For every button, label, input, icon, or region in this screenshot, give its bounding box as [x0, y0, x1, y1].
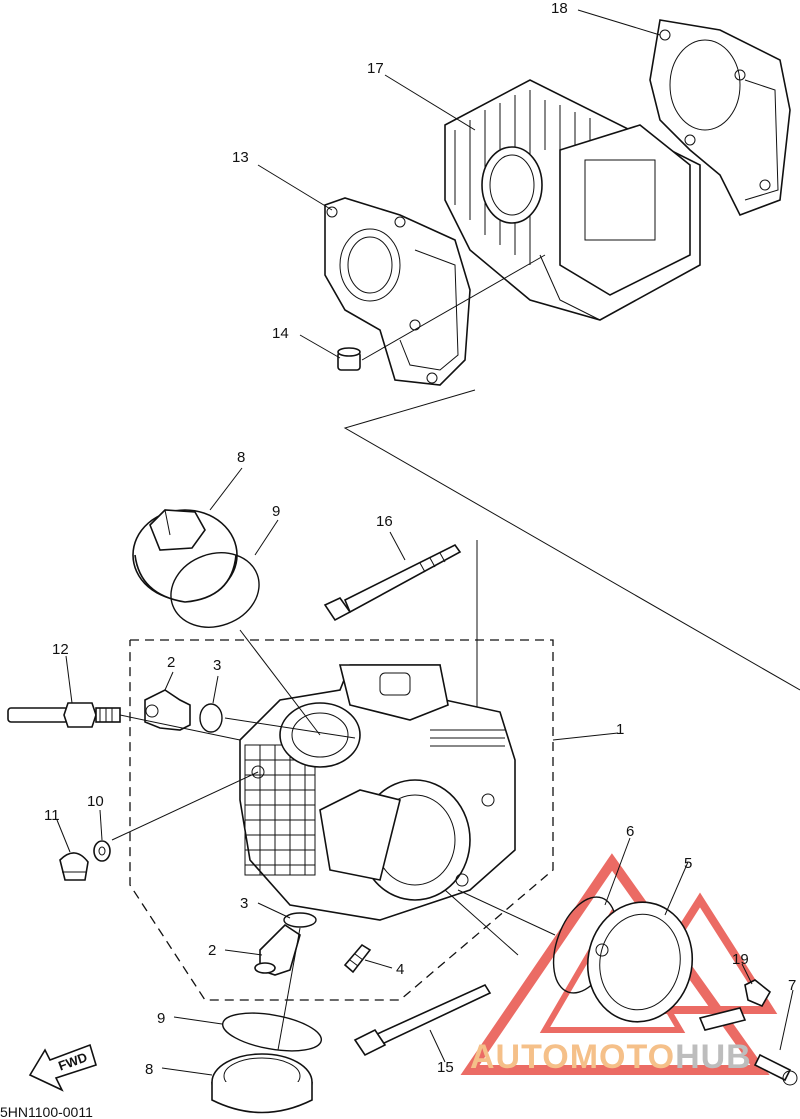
- callout-9: 9: [272, 503, 280, 520]
- callout-13: 13: [232, 149, 249, 166]
- clamp-part: [744, 979, 772, 1008]
- bolt-part: [698, 1007, 798, 1086]
- cylinder-base-gasket-part: [649, 19, 791, 217]
- forward-direction-arrow-icon: FWD: [28, 1043, 97, 1092]
- oil-filler-cap-part: [132, 509, 238, 603]
- callout-16: 16: [376, 513, 393, 530]
- callout-10: 10: [87, 793, 104, 810]
- assembly-guide-lines: [111, 629, 556, 1051]
- automotohub-watermark-text: AUTOMOTOHUB: [470, 1038, 752, 1076]
- callout-2: 2: [167, 654, 175, 671]
- callout-8: 8: [145, 1061, 153, 1078]
- callout-14: 14: [272, 325, 289, 342]
- diagram-code: 5HN1100-0011: [0, 1104, 93, 1119]
- valve-adjusting-cap-part: [144, 689, 191, 731]
- callout-9: 9: [157, 1010, 165, 1027]
- gasket-washer-part: [93, 840, 111, 862]
- callout-5: 5: [684, 855, 692, 872]
- callout-6: 6: [626, 823, 634, 840]
- spark-plug-part: [7, 702, 121, 728]
- callout-18: 18: [551, 0, 568, 17]
- callout-leader-lines: [56, 9, 794, 1076]
- callout-11: 11: [44, 807, 60, 824]
- callout-19: 19: [732, 951, 749, 968]
- dowel-pin-part: [337, 347, 361, 371]
- callout-3: 3: [240, 895, 248, 912]
- o-ring-part: [170, 552, 260, 628]
- watermark-text-part1: AUTOMOTO: [470, 1038, 675, 1076]
- stud-part: [343, 943, 372, 974]
- side-cover-part: [586, 901, 694, 1023]
- callout-1: 1: [616, 721, 624, 738]
- stud-bolt-part: [323, 543, 462, 622]
- callout-12: 12: [52, 641, 69, 658]
- callout-8: 8: [237, 449, 245, 466]
- bolt-part: [353, 983, 492, 1057]
- callout-7: 7: [788, 977, 796, 994]
- callout-4: 4: [396, 961, 404, 978]
- cylinder-block-part: [444, 79, 701, 321]
- o-ring-part: [199, 703, 223, 733]
- callout-labels: 1 2 2 3 3 4 5 6 7 8 8 9 9 10 11 12 13 14…: [44, 0, 796, 1078]
- callout-2: 2: [208, 942, 216, 959]
- callout-3: 3: [213, 657, 221, 674]
- watermark-text-part2: HUB: [675, 1038, 752, 1076]
- o-ring-part: [221, 1012, 323, 1052]
- valve-adjusting-cap-part: [254, 923, 301, 976]
- oil-filler-cap-part: [211, 1053, 313, 1114]
- acorn-nut-part: [59, 852, 89, 881]
- svg-text:AUTOMOTOHUB: AUTOMOTOHUB: [470, 1038, 752, 1076]
- cylinder-head-part: [239, 664, 516, 921]
- assembly-boundary-dashed: [129, 639, 554, 1001]
- o-ring-part: [283, 912, 317, 928]
- callout-17: 17: [367, 60, 384, 77]
- callout-15: 15: [437, 1059, 454, 1076]
- cylinder-head-gasket-part: [324, 197, 471, 386]
